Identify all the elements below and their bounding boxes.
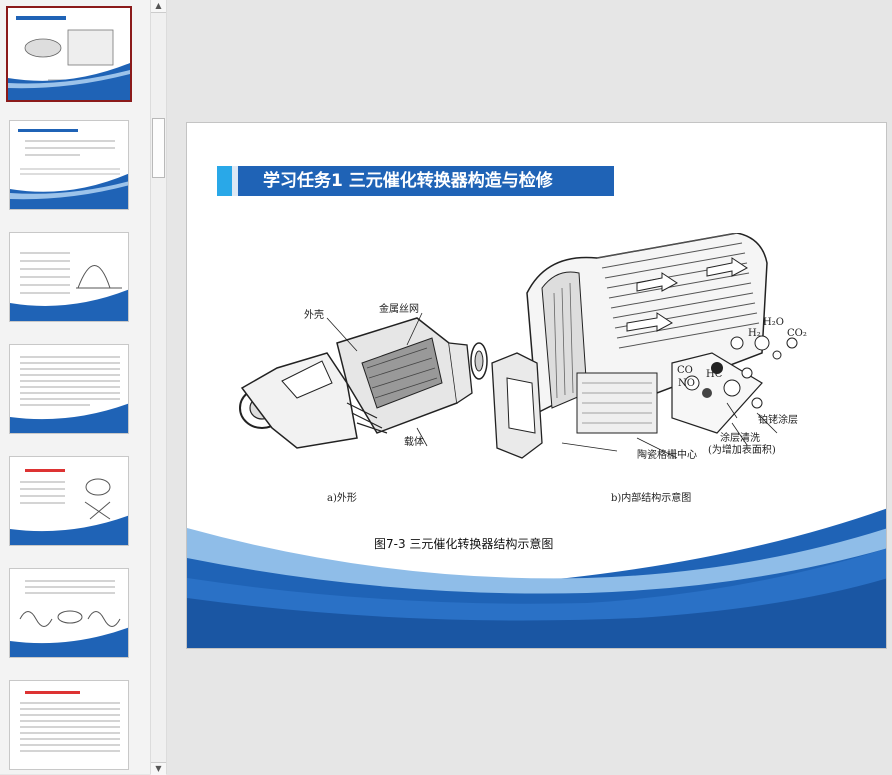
converter-exterior-drawing: [239, 312, 488, 449]
label-internal-caption: b)内部结构示意图: [611, 493, 692, 504]
thumbnail-preview: [8, 16, 130, 100]
label-h2: H₂: [748, 328, 761, 339]
label-wire-mesh: 金属丝网: [379, 304, 419, 315]
scroll-up-button[interactable]: ▲: [151, 0, 166, 13]
slide-thumbnail-1[interactable]: [6, 6, 132, 102]
slide-thumbnail-2[interactable]: [9, 120, 129, 210]
slide-title-banner: 学习任务1 三元催化转换器构造与检修: [217, 166, 614, 196]
label-washcoat-note: (为增加表面积): [708, 445, 776, 456]
label-pt-coating: 铂铑涂层: [758, 415, 798, 426]
slide-wave-decoration: [187, 508, 886, 648]
slide-thumbnail-3[interactable]: [9, 232, 129, 322]
slide-title[interactable]: 学习任务1 三元催化转换器构造与检修: [263, 171, 553, 191]
label-co: CO: [677, 365, 693, 376]
label-shell: 外壳: [304, 310, 324, 321]
label-h2o: H₂O: [763, 317, 784, 328]
catalytic-converter-figure[interactable]: 外壳 金属丝网 载体 H₂O H₂ CO₂ CO HC NO 铂铑涂层 涂层清洗…: [217, 232, 867, 563]
thumbnail-preview: [10, 469, 128, 545]
figure-caption[interactable]: 图7-3 三元催化转换器结构示意图: [374, 537, 554, 551]
label-no: NO: [678, 378, 695, 389]
slide-thumbnail-6[interactable]: [9, 568, 129, 658]
thumbnail-preview: [10, 252, 128, 321]
label-carrier: 载体: [404, 437, 424, 448]
label-washcoat: 涂层清洗: [720, 433, 760, 444]
current-slide[interactable]: 学习任务1 三元催化转换器构造与检修: [186, 122, 887, 649]
thumbnail-preview: [10, 580, 128, 657]
scroll-down-button[interactable]: ▼: [151, 762, 166, 775]
slide-thumbnail-pane: [0, 0, 150, 774]
label-co2: CO₂: [787, 328, 807, 339]
slide-thumbnail-7[interactable]: [9, 680, 129, 770]
thumbnail-scrollbar[interactable]: ▲ ▼: [150, 0, 167, 775]
scrollbar-thumb[interactable]: [152, 118, 165, 178]
chevron-up-icon: ▲: [155, 1, 162, 10]
label-hc: HC: [706, 369, 723, 380]
converter-illustration: [239, 232, 798, 459]
label-exterior-caption: a)外形: [327, 493, 357, 504]
label-ceramic-center: 陶瓷格栅中心: [637, 450, 697, 461]
thumbnail-preview: [10, 356, 128, 433]
slide-editing-area: 学习任务1 三元催化转换器构造与检修: [168, 0, 892, 774]
thumbnail-preview: [10, 129, 128, 209]
slide-thumbnail-4[interactable]: [9, 344, 129, 434]
slide-thumbnail-5[interactable]: [9, 456, 129, 546]
converter-internal-drawing: [491, 232, 798, 459]
chevron-down-icon: ▼: [155, 764, 162, 773]
thumbnail-preview: [20, 691, 120, 752]
